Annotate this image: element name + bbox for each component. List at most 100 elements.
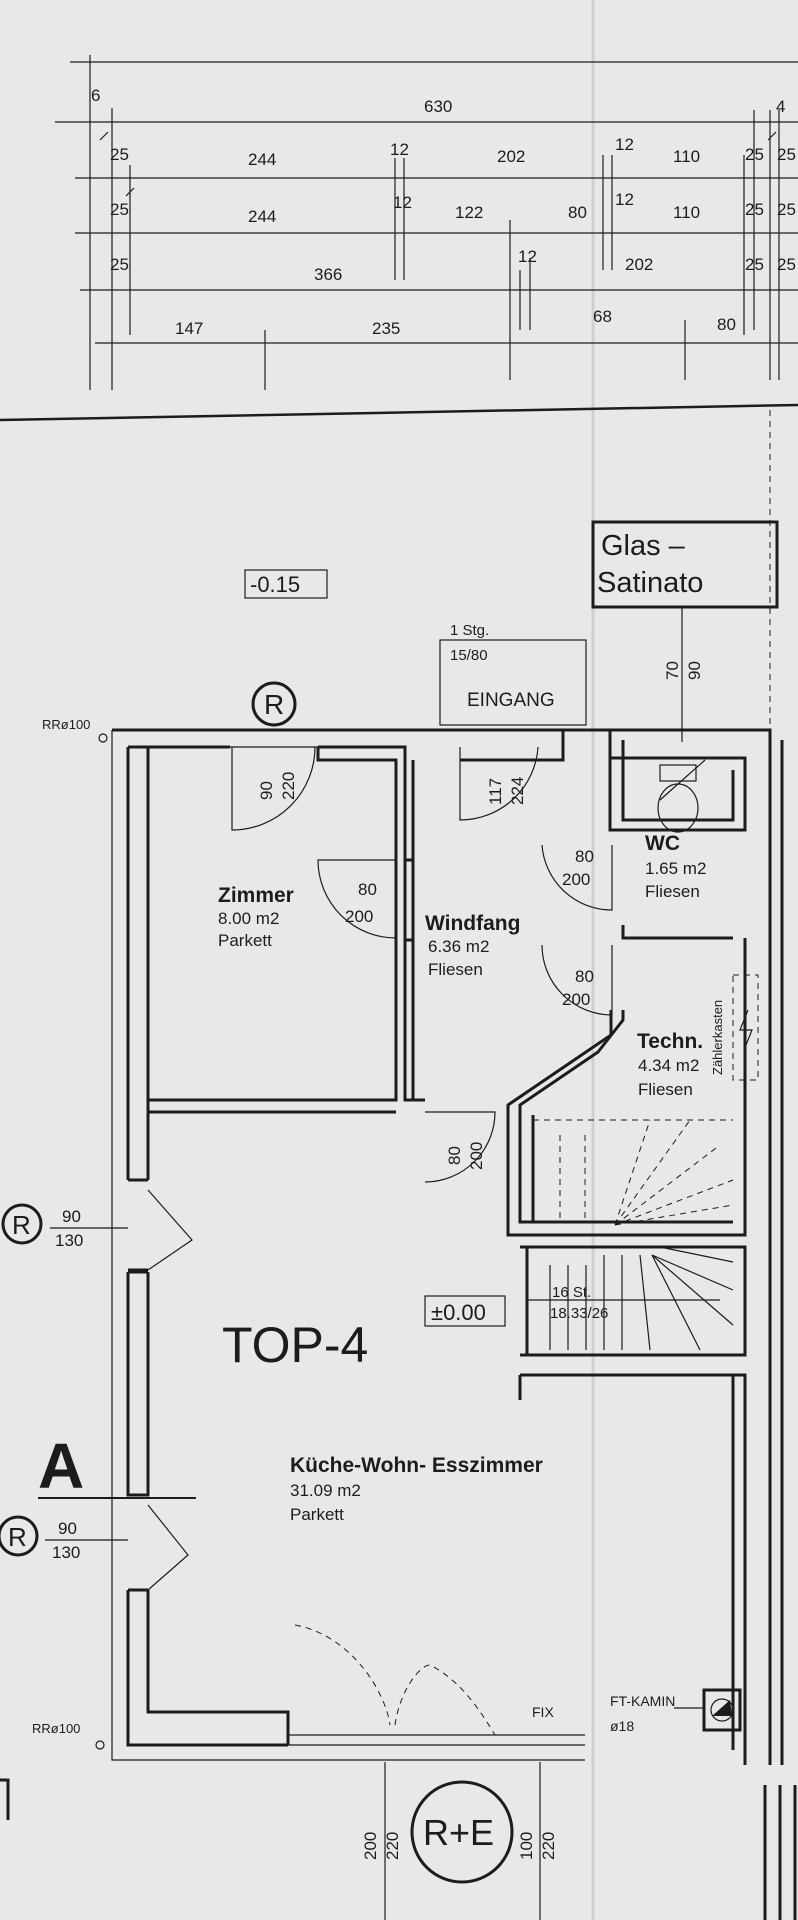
dim-row2-e: 80: [568, 203, 587, 222]
room-windfang: Windfang 6.36 m2 Fliesen: [425, 912, 520, 979]
rr-bottom-label: RRø100: [32, 1721, 80, 1736]
dim-row2-d: 122: [455, 203, 483, 222]
door-zimmer-windfang-b: 200: [345, 907, 373, 926]
room-windfang-area: 6.36 m2: [428, 937, 489, 956]
door-swings: [147, 746, 613, 1736]
dim-row4-d: 80: [717, 315, 736, 334]
dim-row2-b: 244: [248, 207, 276, 226]
window-2-width: 90: [58, 1519, 77, 1538]
room-techn-name: Techn.: [637, 1030, 703, 1053]
entrance-step-box: [439, 639, 587, 726]
entrance-label: EINGANG: [467, 690, 555, 711]
door-techn-a: 80: [575, 967, 594, 986]
room-techn-floor: Fliesen: [638, 1080, 693, 1099]
room-techn: Techn. 4.34 m2 Fliesen: [637, 1030, 703, 1099]
room-zimmer-name: Zimmer: [218, 884, 294, 907]
dimension-chains: [55, 55, 798, 390]
glass-satinato-box: [591, 520, 779, 609]
dim-row1-c: 12: [390, 140, 409, 159]
bottom-dim-right-a: 100: [517, 1832, 536, 1860]
door-living-b: 200: [467, 1142, 486, 1170]
chimney-label: FT-KAMIN: [610, 1693, 675, 1709]
level-marker-upper: [244, 569, 328, 599]
re-marker-text: R+E: [423, 1812, 494, 1853]
r-marker-window-2-text: R: [8, 1522, 27, 1552]
stairs-ratio: 18.33/26: [550, 1305, 608, 1322]
room-windfang-floor: Fliesen: [428, 960, 483, 979]
room-wc-name: WC: [645, 832, 680, 855]
r-marker-top: [251, 681, 297, 727]
room-wc-area: 1.65 m2: [645, 859, 706, 878]
stairs-count: 16 St.: [552, 1284, 591, 1301]
dim-row1-e: 12: [615, 135, 634, 154]
room-windfang-name: Windfang: [425, 912, 520, 935]
door-living-a: 80: [445, 1146, 464, 1165]
toilet-flush-line: [659, 759, 706, 801]
dim-row1-f: 110: [673, 147, 700, 166]
dim-row3-d: 202: [625, 255, 653, 274]
meter-box: [732, 974, 759, 1081]
level-main-text: ±0.00: [431, 1300, 486, 1325]
room-kueche-area: 31.09 m2: [290, 1481, 361, 1500]
dim-row1-a: 25: [110, 145, 129, 164]
r-marker-top-text: R: [264, 689, 284, 720]
dim-row2-c: 12: [393, 193, 412, 212]
room-techn-area: 4.34 m2: [638, 1056, 699, 1075]
room-wc: WC 1.65 m2 Fliesen: [645, 832, 706, 901]
door-techn-b: 200: [562, 990, 590, 1009]
chimney-flue-fill: [712, 1700, 732, 1716]
dim-row2-h: 25: [745, 200, 764, 219]
re-marker: [410, 1780, 514, 1884]
door-windfang-entry-b: 224: [508, 777, 527, 805]
window-1-height: 130: [55, 1231, 83, 1250]
dim-row3-f: 25: [777, 255, 796, 274]
level-marker-main: [424, 1295, 506, 1327]
rr-top-circle: [98, 733, 108, 743]
bottom-dim-left-a: 200: [361, 1832, 380, 1860]
glass-dim-b: 90: [685, 661, 704, 680]
dim-row2-a: 25: [110, 200, 129, 219]
door-zimmer-entry-a: 90: [257, 781, 276, 800]
room-kueche-wohn-esszimmer: Küche-Wohn- Esszimmer 31.09 m2 Parkett: [290, 1454, 543, 1524]
dim-row4-c: 68: [593, 307, 612, 326]
door-windfang-entry-a: 117: [486, 778, 505, 805]
window-1-width: 90: [62, 1207, 81, 1226]
dim-row3-e: 25: [745, 255, 764, 274]
dimension-labels: 6 630 4 25 244 12 202 12 110 25 25 25 24…: [91, 86, 796, 338]
dim-row2-g: 110: [673, 203, 700, 222]
dim-row1-h: 25: [777, 145, 796, 164]
door-zimmer-windfang-a: 80: [358, 880, 377, 899]
door-wc-a: 80: [575, 847, 594, 866]
chimney-size: ø18: [610, 1718, 634, 1734]
door-wc-b: 200: [562, 870, 590, 889]
glass-label-line2: Satinato: [597, 567, 703, 599]
glass-dim-a: 70: [663, 661, 682, 680]
rr-bottom-circle: [95, 1740, 105, 1750]
entrance-step-line2: 15/80: [450, 647, 488, 664]
door-zimmer-entry-b: 220: [279, 772, 298, 800]
dim-row4-b: 235: [372, 319, 400, 338]
dim-row1-d: 202: [497, 147, 525, 166]
sheet-separator-line: [0, 403, 798, 422]
level-upper-text: -0.15: [250, 572, 300, 597]
meter-box-label: Zählerkasten: [710, 1000, 725, 1075]
walls: [111, 728, 784, 1765]
fix-label: FIX: [532, 1704, 554, 1720]
window-2-height: 130: [52, 1543, 80, 1562]
chimney-flue-icon: [710, 1698, 734, 1722]
dim-row3-a: 25: [110, 255, 129, 274]
bottom-dim-left-b: 220: [383, 1832, 402, 1860]
dim-row3-b: 366: [314, 265, 342, 284]
room-kueche-name: Küche-Wohn- Esszimmer: [290, 1454, 543, 1477]
r-marker-window-1-text: R: [12, 1210, 31, 1240]
section-marker: A: [38, 1430, 84, 1502]
dim-row2-f: 12: [615, 190, 634, 209]
lightning-icon: [739, 1009, 753, 1051]
r-marker-window-2: [0, 1515, 39, 1557]
unit-label: TOP-4: [222, 1317, 368, 1373]
room-kueche-floor: Parkett: [290, 1505, 344, 1524]
rr-top-label: RRø100: [42, 717, 90, 732]
toilet-tank: [659, 764, 697, 782]
